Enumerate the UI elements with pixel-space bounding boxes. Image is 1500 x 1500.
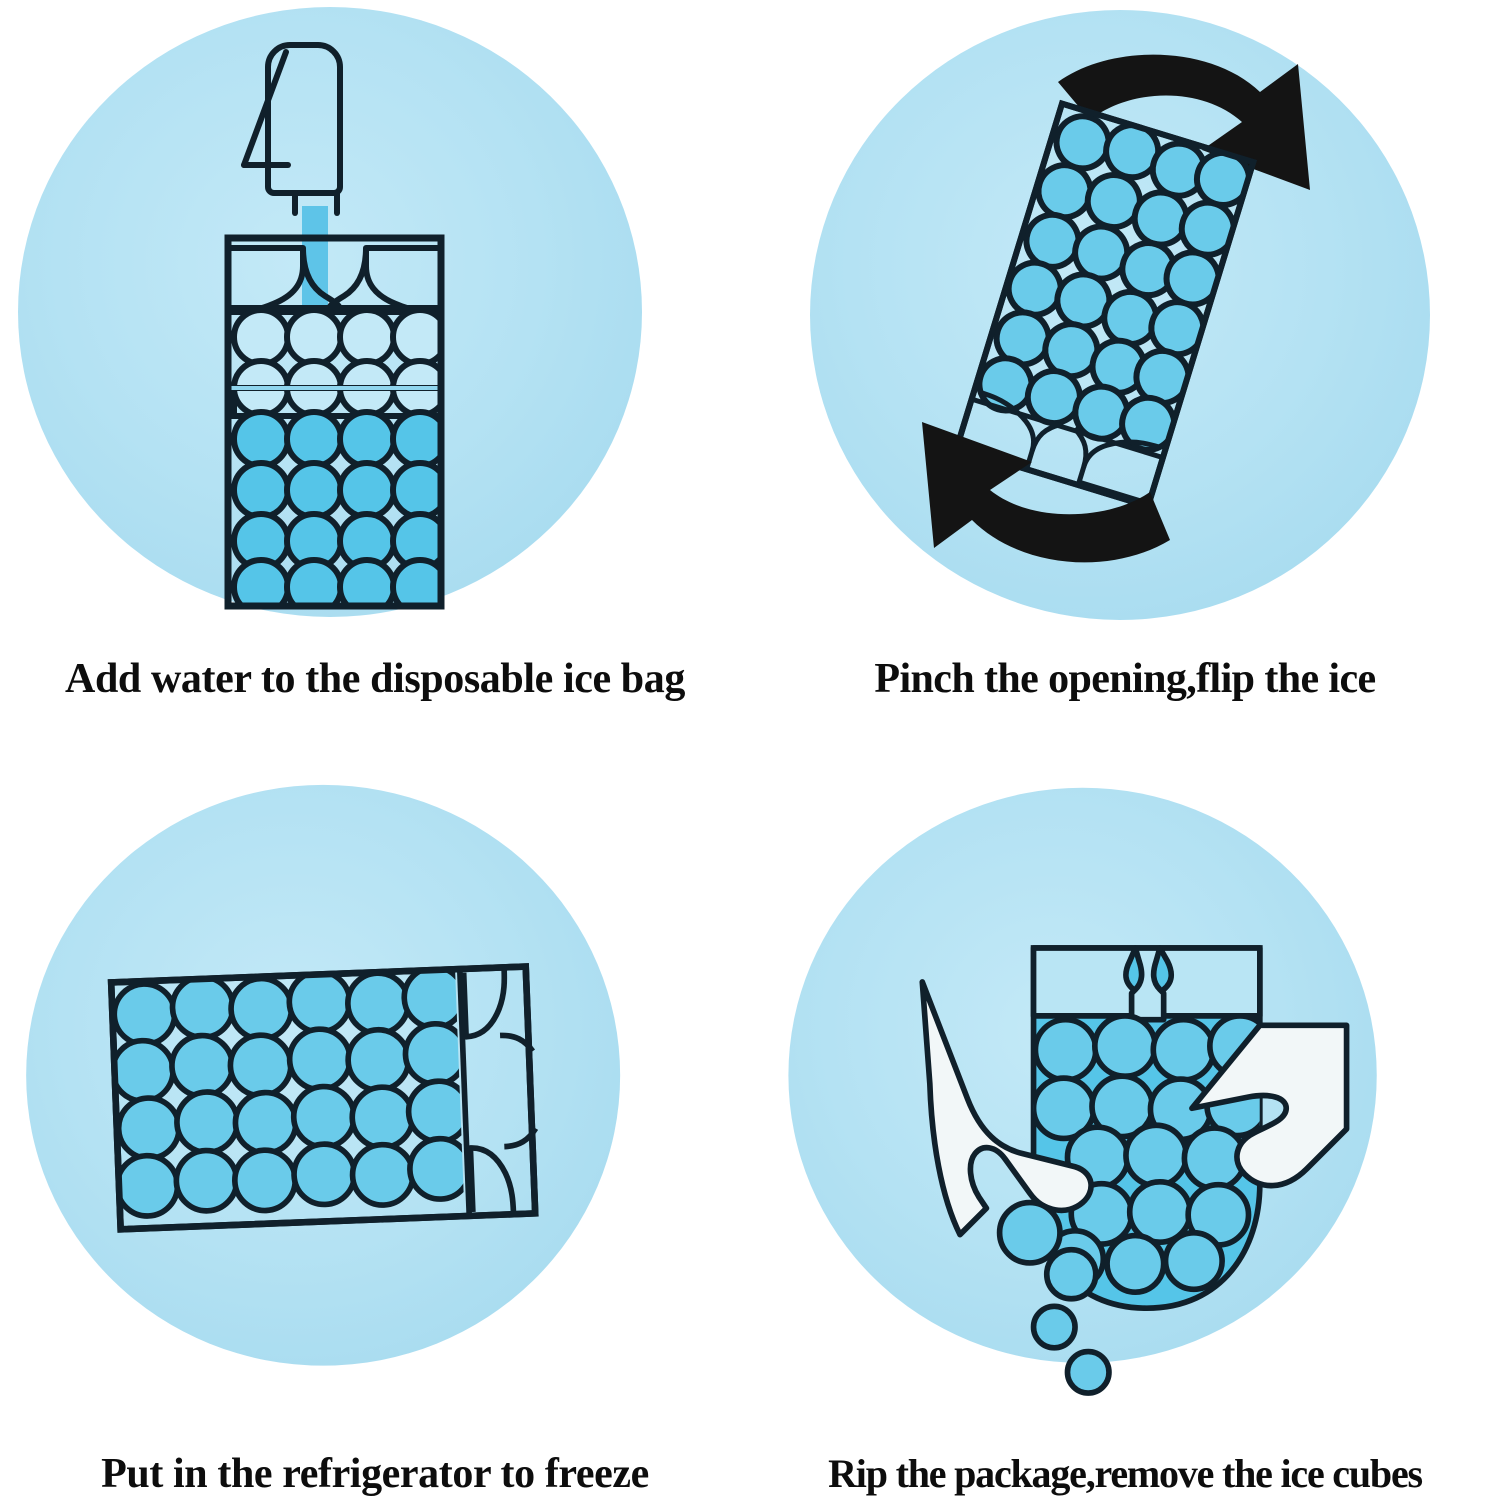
panel-step-4: Rip the package,remove the ice cubes (750, 750, 1500, 1500)
torn-flap-right-icon (1189, 1022, 1350, 1189)
rotate-arrow-bottom-icon (922, 422, 1170, 563)
panel-2-caption: Pinch the opening,flip the ice (874, 656, 1376, 702)
torn-flap-left-icon (919, 979, 1094, 1238)
ice-bag-icon (952, 99, 1258, 511)
panel-1-illustration (0, 0, 750, 660)
tear-notch-icon (1030, 945, 1141, 1019)
panel-step-3: Put in the refrigerator to freeze (0, 750, 750, 1500)
ice-bag-icon (224, 234, 445, 610)
falling-ice-cubes-icon (996, 1199, 1112, 1396)
panel-3-illustration (0, 750, 750, 1410)
funnel-top-icon (460, 969, 508, 1040)
panel-4-caption: Rip the package,remove the ice cubes (828, 1451, 1423, 1496)
panel-step-2: Pinch the opening,flip the ice (750, 0, 1500, 750)
funnel-bottom-icon (467, 1145, 517, 1213)
ice-bag-icon (107, 963, 539, 1233)
panel-2-illustration (750, 0, 1500, 660)
panel-1-caption: Add water to the disposable ice bag (65, 656, 685, 702)
panel-4-illustration (750, 750, 1500, 1410)
rotate-arrow-top-icon (1058, 54, 1310, 190)
panel-3-caption: Put in the refrigerator to freeze (101, 1451, 649, 1497)
torn-bag-icon (919, 945, 1350, 1396)
panel-step-1: Add water to the disposable ice bag (0, 0, 750, 750)
faucet-icon (241, 42, 343, 216)
